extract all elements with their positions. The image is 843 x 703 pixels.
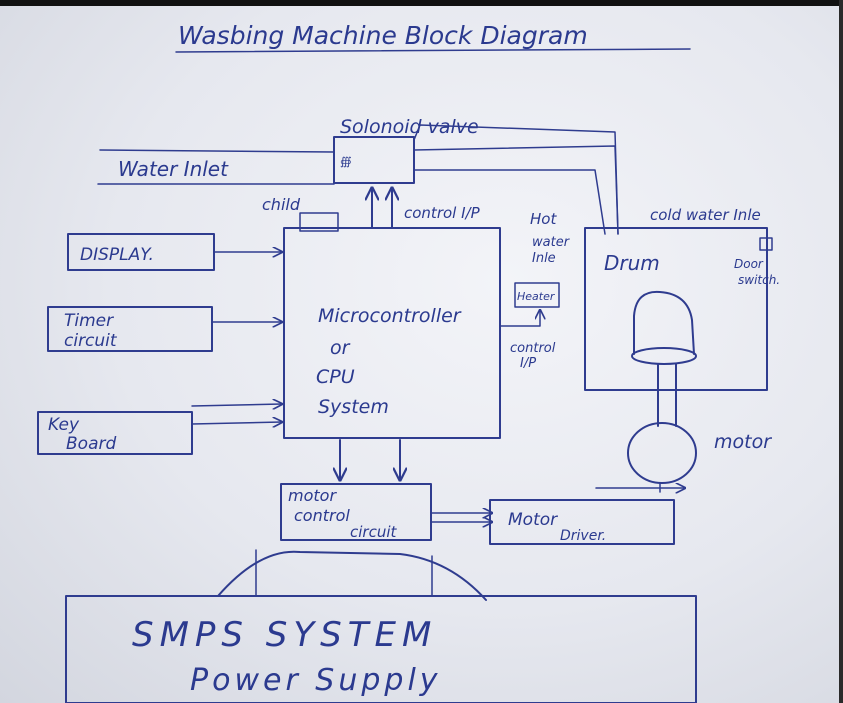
microcontroller-box [283,227,501,439]
door-switch-box [759,237,773,251]
drum-base [631,347,697,365]
keyboard-arrow-2 [191,422,282,424]
keyboard-line-1: Key [48,415,80,435]
mcu-line-3: CPU [316,366,355,388]
motor-circle [627,422,697,484]
smps-line-1: SMPS SYSTEM [132,615,437,655]
timer-box [47,306,213,352]
hot-label: Hot [530,210,557,228]
water-inlet-line-top [99,149,335,153]
solenoid-label: Solonoid valve [340,116,479,138]
motor-label: motor [714,431,772,453]
top-border [0,0,843,6]
mcu-line-2: or [330,337,351,359]
motor-control-3: circuit [350,523,398,541]
solenoid-marks: ∰ [340,155,352,168]
small-water-label-2: Inle [532,251,556,266]
door-switch-1: Door [734,257,764,271]
solenoid-valve-box [333,136,415,184]
power-arc [217,550,487,601]
small-water-label-1: water [532,235,571,250]
motor-control-1: motor [288,486,337,505]
child-lock-box [299,212,339,232]
keyboard-line-2: Board [66,434,116,454]
door-switch-2: switch. [738,273,780,287]
motor-control-2: control [294,506,350,525]
motor-driver-1: Motor [508,510,558,530]
smps-box [65,595,697,703]
motor-driver-2: Driver. [560,528,606,544]
mcu-to-heater-line [499,310,540,327]
title-underline [175,48,691,53]
mcu-line-4: System [318,396,389,418]
heater-control-2: I/P [520,356,536,371]
display-label: DISPLAY. [80,245,154,265]
cold-water-label: cold water Inle [650,206,761,224]
timer-line-1: Timer [64,311,114,331]
motor-driver-box [489,499,675,545]
timer-line-2: circuit [64,331,118,351]
diagram-title: Wasbing Machine Block Diagram [178,21,588,50]
top-inlet-pipe [413,124,619,235]
heater-control-1: control [510,341,556,356]
mcu-line-1: Microcontroller [318,305,462,327]
keyboard-arrow-1 [191,404,282,406]
keyboard-box [37,411,193,455]
water-inlet-label: Water Inlet [118,157,229,181]
heater-box [514,282,560,308]
motor-control-box [280,483,432,541]
heater-label: Heater [517,290,556,303]
control-ip-label: control I/P [404,204,481,222]
right-border [839,0,843,703]
drum-label: Drum [604,251,660,275]
child-lock-label: child [262,195,301,214]
cold-water-pipe [413,169,606,235]
drum-tub [633,290,695,355]
smps-line-2: Power Supply [190,663,442,698]
